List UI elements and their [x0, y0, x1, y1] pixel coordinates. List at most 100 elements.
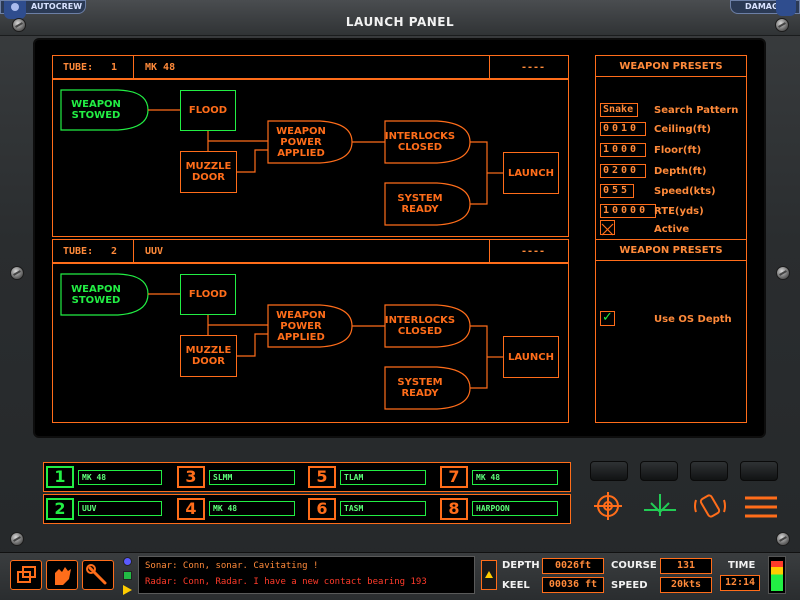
- launch-button[interactable]: LAUNCH: [503, 152, 559, 194]
- tube-2-header[interactable]: TUBE: 2 UUV ----: [52, 239, 569, 263]
- tube-number: 2: [111, 246, 118, 257]
- weapon-slot-5-number[interactable]: 5: [308, 466, 336, 488]
- active-checkbox[interactable]: [600, 220, 615, 236]
- muzzle-door-button[interactable]: MUZZLE DOOR: [180, 151, 237, 193]
- screw-icon: [10, 266, 24, 280]
- ready-gate-shape: [384, 182, 471, 226]
- weapon-slot-3-number[interactable]: 3: [177, 466, 205, 488]
- green-indicator-icon[interactable]: [123, 571, 132, 580]
- message-line: Radar: Conn, Radar. I have a new contact…: [145, 577, 427, 587]
- noisemaker-icon[interactable]: [692, 490, 728, 522]
- weapon-slot-4-name[interactable]: MK 48: [209, 501, 295, 516]
- menu-icon[interactable]: [743, 494, 779, 520]
- weapon-slot-1-number[interactable]: 1: [46, 466, 74, 488]
- stowed-gate-shape: [60, 273, 149, 316]
- autocrew-button[interactable]: AUTOCREW: [0, 0, 86, 19]
- presets-title: WEAPON PRESETS: [595, 55, 747, 77]
- floor-value[interactable]: 1000: [600, 143, 646, 157]
- top-bar: AUTOCREW LAUNCH PANEL DAMAGE: [0, 0, 800, 36]
- interlocks-gate-shape: [384, 304, 471, 348]
- muzzle-door-button[interactable]: MUZZLE DOOR: [180, 335, 237, 377]
- weapon-slot-4-number[interactable]: 4: [177, 498, 205, 520]
- depth-value[interactable]: 0200: [600, 164, 646, 178]
- page-title: LAUNCH PANEL: [345, 15, 455, 29]
- weapon-slot-8-name[interactable]: HARPOON: [472, 501, 558, 516]
- search-pattern-value[interactable]: Snake: [600, 103, 638, 117]
- depth-label: Depth(ft): [654, 166, 707, 177]
- windows-icon: [17, 566, 36, 583]
- tube-status: ----: [521, 246, 546, 257]
- target-icon[interactable]: [592, 490, 624, 522]
- battery-gauge: [768, 556, 786, 594]
- launch-button[interactable]: LAUNCH: [503, 336, 559, 378]
- ready-gate-shape: [384, 366, 471, 410]
- weapon-slot-1-name[interactable]: MK 48: [78, 470, 162, 485]
- tube-weapon: UUV: [145, 246, 164, 257]
- screw-icon: [776, 532, 790, 546]
- weapon-slot-6-name[interactable]: TASM: [340, 501, 426, 516]
- launch-label: LAUNCH: [507, 167, 554, 179]
- time-label: TIME: [728, 560, 756, 571]
- course-label: COURSE: [611, 560, 657, 571]
- control-button-3[interactable]: [690, 461, 728, 481]
- speed-value[interactable]: 055: [600, 184, 634, 198]
- presets-title-2: WEAPON PRESETS: [595, 239, 747, 261]
- scroll-up-button[interactable]: [481, 560, 497, 590]
- weapon-power-node[interactable]: WEAPON POWER APPLIED: [276, 309, 326, 343]
- header-divider: [133, 56, 134, 78]
- weapon-slot-2-number[interactable]: 2: [46, 498, 74, 520]
- active-label: Active: [654, 224, 690, 235]
- control-button-2[interactable]: [640, 461, 678, 481]
- screw-icon: [776, 266, 790, 280]
- tube-label: TUBE:: [63, 246, 94, 257]
- control-button-4[interactable]: [740, 461, 778, 481]
- tube-number: 1: [111, 62, 118, 73]
- screw-icon: [12, 18, 26, 32]
- weapon-slot-8-number[interactable]: 8: [440, 498, 468, 520]
- weapon-power-node[interactable]: WEAPON POWER APPLIED: [276, 125, 326, 159]
- weapon-slot-2-name[interactable]: UUV: [78, 501, 162, 516]
- crew-icon: [4, 1, 26, 19]
- waypoint-icon[interactable]: [640, 490, 680, 522]
- play-icon[interactable]: [123, 585, 132, 595]
- weapon-slot-7-number[interactable]: 7: [440, 466, 468, 488]
- crew-hand-button[interactable]: [46, 560, 78, 590]
- weapon-slot-5-name[interactable]: TLAM: [340, 470, 426, 485]
- ceiling-value[interactable]: 0010: [600, 122, 646, 136]
- control-button-1[interactable]: [590, 461, 628, 481]
- floor-label: Floor(ft): [654, 145, 702, 156]
- rte-value[interactable]: 10000: [600, 204, 656, 218]
- weapon-slot-7-name[interactable]: MK 48: [472, 470, 558, 485]
- power-gate-shape: [267, 120, 353, 164]
- damage-icon: [776, 0, 796, 16]
- weapon-slot-3-name[interactable]: SLMM: [209, 470, 295, 485]
- tube-status: ----: [521, 62, 546, 73]
- weapon-stowed-node: WEAPON STOWED: [71, 99, 121, 121]
- keel-value: 00036 ft: [542, 577, 604, 593]
- hand-icon: [55, 567, 71, 585]
- header-divider: [133, 240, 134, 262]
- interlocks-gate-shape: [384, 120, 471, 164]
- flood-label: FLOOD: [188, 105, 228, 116]
- flood-label: FLOOD: [188, 289, 228, 300]
- search-pattern-label: Search Pattern: [654, 105, 739, 116]
- system-ready-node: SYSTEM READY: [397, 377, 443, 399]
- blue-indicator-icon[interactable]: [123, 557, 132, 566]
- tube-1-header[interactable]: TUBE: 1 MK 48 ----: [52, 55, 569, 79]
- os-depth-checkbox[interactable]: ✓: [600, 310, 615, 326]
- stowed-gate-shape: [60, 89, 149, 131]
- weapon-slot-6-number[interactable]: 6: [308, 498, 336, 520]
- power-gate-shape: [267, 304, 353, 348]
- wrench-icon: [86, 564, 107, 585]
- flood-button[interactable]: FLOOD: [180, 274, 236, 315]
- repair-button[interactable]: [82, 560, 114, 590]
- launch-label: LAUNCH: [507, 351, 554, 363]
- message-line: Sonar: Conn, sonar. Cavitating !: [145, 561, 319, 571]
- flood-button[interactable]: FLOOD: [180, 90, 236, 131]
- header-divider: [489, 240, 490, 262]
- system-ready-node: SYSTEM READY: [397, 193, 443, 215]
- rte-label: RTE(yds): [654, 206, 704, 217]
- depth-value: 0026ft: [542, 558, 604, 574]
- time-value: 12:14: [720, 575, 760, 591]
- station-button[interactable]: [10, 560, 42, 590]
